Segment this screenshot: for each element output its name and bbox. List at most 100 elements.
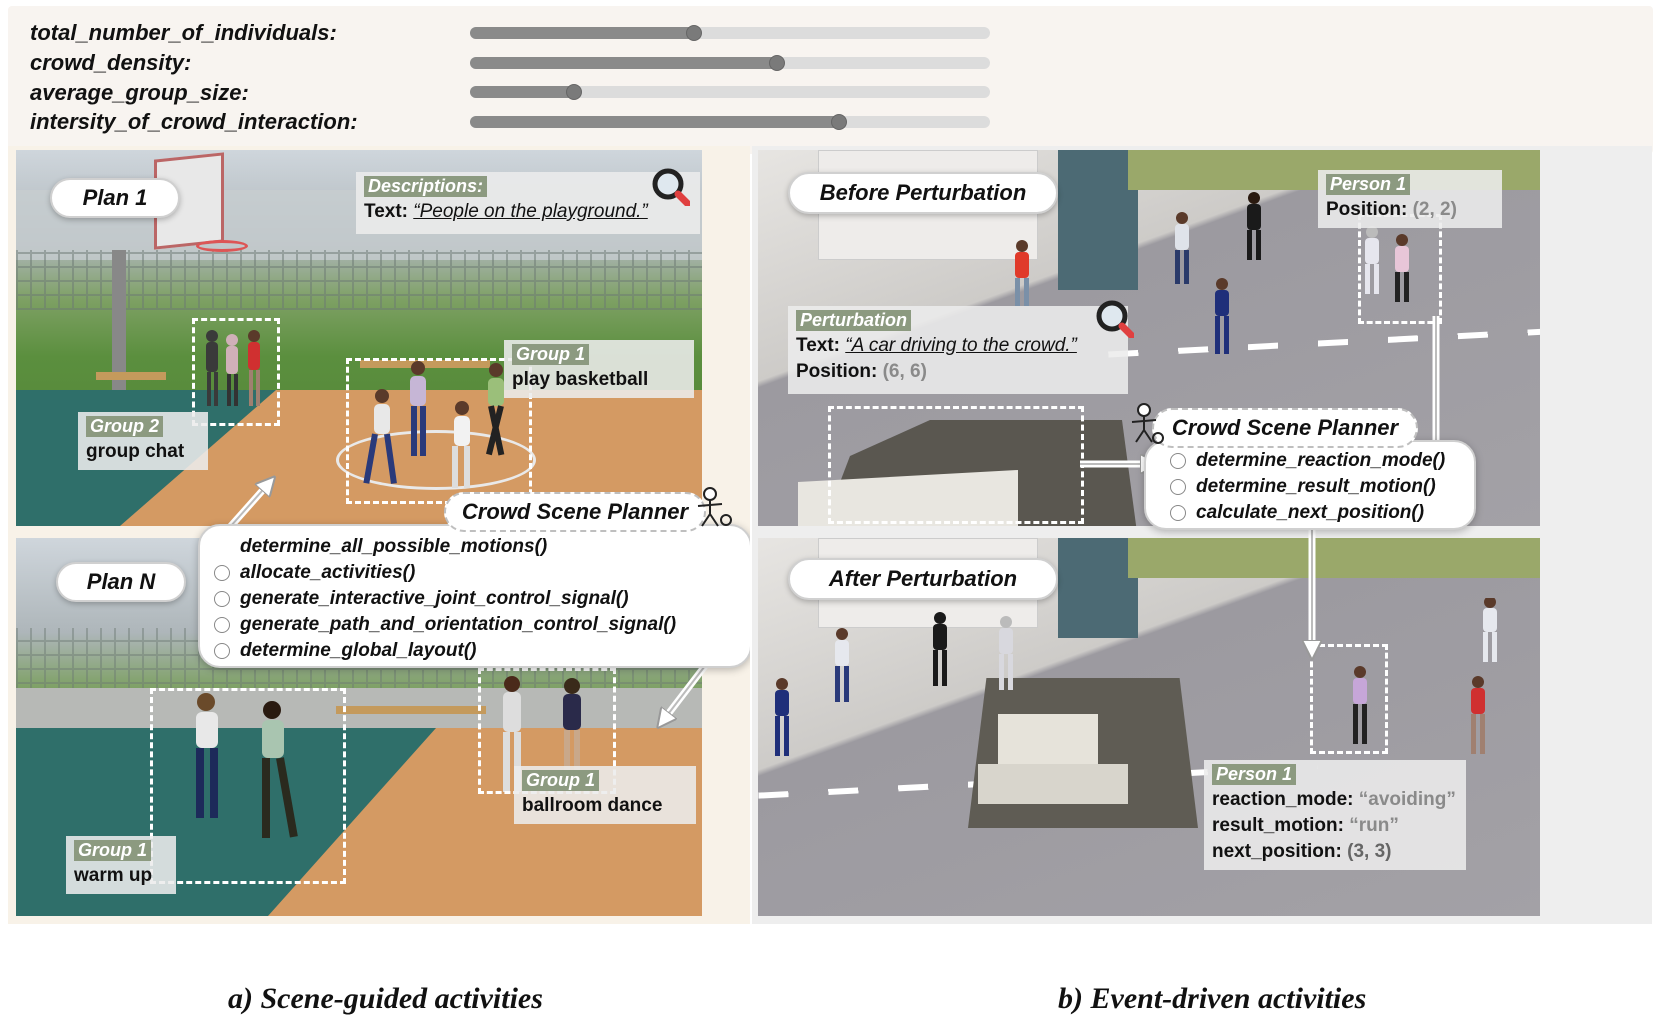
planner-function: determine_result_motion() xyxy=(1196,476,1436,497)
dance-people-figures xyxy=(503,676,581,792)
dance-group-tag: Group 1 ballroom dance xyxy=(514,766,696,824)
perturbation-text: Text: “A car driving to the crowd.” xyxy=(796,335,1120,357)
plan1-scene-image: Plan 1 Descriptions: Text: “People on th… xyxy=(16,150,702,526)
pedestrian-figures xyxy=(775,598,1497,756)
person1-after-tag: Person 1 reaction_mode: “avoiding” resul… xyxy=(1204,760,1466,870)
position-key: Position: xyxy=(1326,199,1408,220)
openai-icon xyxy=(214,591,230,607)
caption-event-driven: b) Event-driven activities xyxy=(1058,982,1367,1015)
after-perturbation-label: After Perturbation xyxy=(788,558,1058,600)
fence xyxy=(16,250,702,310)
planner-function: generate_interactive_joint_control_signa… xyxy=(240,588,629,609)
plan1-label: Plan 1 xyxy=(50,178,180,218)
position-key: Position: xyxy=(796,361,878,382)
param-label: average_group_size: xyxy=(30,80,249,105)
person-position: Position: (2, 2) xyxy=(1326,199,1494,221)
openai-icon xyxy=(1170,479,1186,495)
group2-dashed-box xyxy=(192,318,280,426)
openai-icon xyxy=(1170,505,1186,521)
magnifier-icon xyxy=(1096,300,1134,338)
openai-icon xyxy=(214,565,230,581)
text-key: Text: xyxy=(364,201,408,222)
caption-scene-guided: a) Scene-guided activities xyxy=(228,982,543,1015)
descriptions-tag: Descriptions: Text: “People on the playg… xyxy=(356,172,700,234)
group2-people-figures xyxy=(206,330,260,406)
position-value: (2, 2) xyxy=(1412,199,1457,220)
group-title: Group 1 xyxy=(74,840,152,861)
slider-thumb[interactable] xyxy=(566,84,582,100)
group-activity: ballroom dance xyxy=(522,795,663,816)
planner-function-row: determine_global_layout() xyxy=(214,638,750,664)
bench xyxy=(336,706,486,714)
group-title: Group 2 xyxy=(86,416,164,437)
perturbation-tag: Perturbation Text: “A car driving to the… xyxy=(788,306,1128,394)
slider-fill xyxy=(470,27,694,39)
planner-function-row: allocate_activities() xyxy=(214,560,750,586)
planner-function-row: determine_reaction_mode() xyxy=(1170,448,1474,474)
perturbation-value: “A car driving to the crowd.” xyxy=(845,335,1077,356)
next-position-key: next_position: xyxy=(1212,841,1342,862)
slider-thumb[interactable] xyxy=(831,114,848,130)
planner-function-row: generate_interactive_joint_control_signa… xyxy=(214,586,750,612)
warmup-people-figures xyxy=(196,693,298,838)
grass-strip xyxy=(1128,538,1540,578)
event-driven-panel: Before Perturbation Person 1 Position: (… xyxy=(752,146,1652,924)
slider-thumb[interactable] xyxy=(768,55,785,71)
slider-fill xyxy=(470,116,840,128)
pedestrian-figures xyxy=(1015,192,1409,354)
event-planner-title: Crowd Scene Planner xyxy=(1152,408,1418,448)
planner-function-row: determine_result_motion() xyxy=(1170,474,1474,500)
group-activity: warm up xyxy=(74,865,153,886)
openai-icon xyxy=(214,643,230,659)
next-position: next_position: (3, 3) xyxy=(1212,841,1458,863)
planner-function: generate_path_and_orientation_control_si… xyxy=(240,614,677,635)
param-label: total_number_of_individuals: xyxy=(30,20,337,45)
planner-function-row: generate_path_and_orientation_control_si… xyxy=(214,612,750,638)
reaction-mode: reaction_mode: “avoiding” xyxy=(1212,789,1458,811)
slider-crowd-density[interactable] xyxy=(470,55,990,71)
scene-guided-panel: Plan 1 Descriptions: Text: “People on th… xyxy=(8,146,750,924)
planner-figure-icon xyxy=(1131,403,1164,444)
person-title: Person 1 xyxy=(1326,174,1411,195)
bench xyxy=(360,360,490,368)
before-perturbation-label: Before Perturbation xyxy=(788,172,1058,214)
slider-group-size[interactable] xyxy=(470,84,990,100)
slider-fill xyxy=(470,57,777,69)
planner-function-row: determine_all_possible_motions() xyxy=(214,534,750,560)
car-body xyxy=(978,764,1128,804)
person1-dashed-box xyxy=(1310,644,1388,754)
planN-label: Plan N xyxy=(56,562,186,602)
group-title: Group 1 xyxy=(522,770,600,791)
param-label: intersity_of_crowd_interaction: xyxy=(30,109,358,134)
group-title: Group 1 xyxy=(512,344,590,365)
perturbation-position: Position: (6, 6) xyxy=(796,361,1120,383)
text-key: Text: xyxy=(796,335,840,356)
result-motion: result_motion: “run” xyxy=(1212,815,1458,837)
building-door xyxy=(1058,538,1138,638)
slider-interaction-intensity[interactable] xyxy=(470,114,990,130)
center-circle xyxy=(336,430,536,490)
group2-tag: Group 2 group chat xyxy=(78,412,208,470)
group-activity: play basketball xyxy=(512,369,649,390)
planner-function: determine_all_possible_motions() xyxy=(240,536,548,557)
parameter-panel: total_number_of_individuals: crowd_densi… xyxy=(8,6,1653,154)
motion-value: “run” xyxy=(1349,815,1399,836)
reaction-key: reaction_mode: xyxy=(1212,789,1354,810)
perturbation-title: Perturbation xyxy=(796,310,912,331)
planner-function: determine_global_layout() xyxy=(240,640,477,661)
descriptions-text: Text: “People on the playground.” xyxy=(364,201,692,223)
next-position-value: (3, 3) xyxy=(1347,841,1392,862)
group1-dashed-box xyxy=(346,358,532,504)
group1-people-figures xyxy=(363,361,505,488)
scene-planner-title: Crowd Scene Planner xyxy=(444,492,706,532)
motion-key: result_motion: xyxy=(1212,815,1344,836)
slider-total-individuals[interactable] xyxy=(470,25,990,41)
after-scene-image: After Perturbation Person 1 reaction_mod… xyxy=(758,538,1540,916)
planner-function: determine_reaction_mode() xyxy=(1196,450,1446,471)
descriptions-value: “People on the playground.” xyxy=(413,201,648,222)
hoop-rim xyxy=(196,240,248,252)
group1-tag: Group 1 play basketball xyxy=(504,340,694,398)
slider-fill xyxy=(470,86,574,98)
slider-thumb[interactable] xyxy=(685,25,702,41)
event-arrows xyxy=(1080,316,1652,924)
